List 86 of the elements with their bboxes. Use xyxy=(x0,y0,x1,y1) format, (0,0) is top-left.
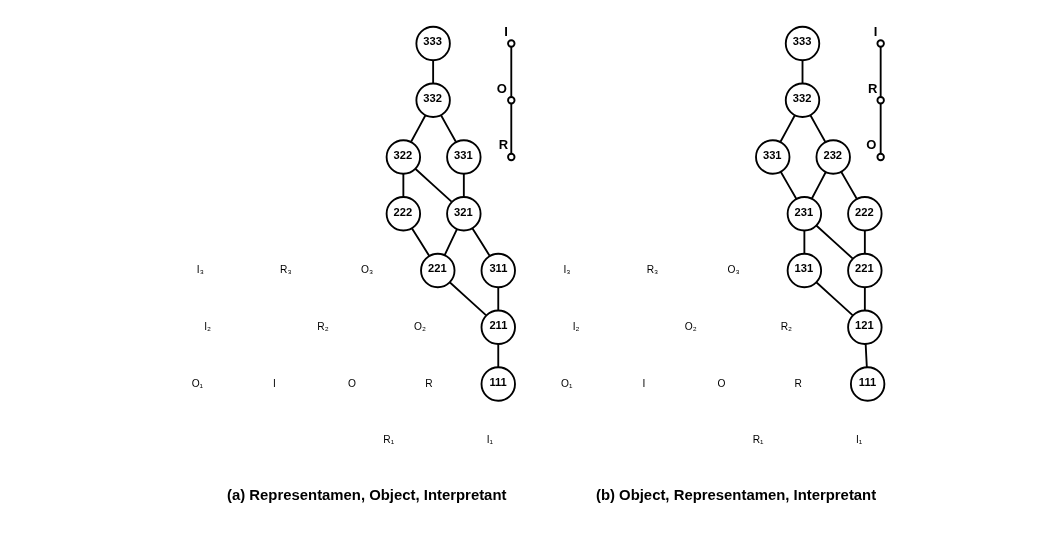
connector xyxy=(470,227,491,257)
connector xyxy=(809,114,826,143)
connector xyxy=(863,229,866,255)
node-circle: 331 xyxy=(754,139,790,175)
connector xyxy=(410,227,430,257)
connector xyxy=(839,170,858,200)
label: (b) Object, Representamen, Interpretant xyxy=(595,487,876,504)
connector xyxy=(509,102,512,155)
node-circle: 131 xyxy=(786,252,822,289)
connector xyxy=(509,45,512,98)
label: R₂ xyxy=(780,320,792,332)
node-label: I xyxy=(873,23,877,39)
node-circle xyxy=(506,39,515,48)
node-circle: 231 xyxy=(786,196,822,232)
label: R₃ xyxy=(279,264,292,276)
node-circle: 321 xyxy=(445,196,481,232)
label: I xyxy=(641,377,645,389)
node-circle xyxy=(506,152,515,162)
label: I₁ xyxy=(855,434,862,446)
node-circle xyxy=(506,96,515,105)
label: O₂ xyxy=(684,320,697,332)
label: O xyxy=(716,377,725,389)
node-circle: 111 xyxy=(480,366,516,402)
label: O₁ xyxy=(191,377,203,389)
connector xyxy=(810,171,827,200)
label: R₂ xyxy=(316,320,329,332)
connector xyxy=(496,343,499,368)
label: O xyxy=(347,377,356,389)
connector xyxy=(409,114,426,143)
node-label: O xyxy=(496,80,507,96)
node-circle: 221 xyxy=(419,252,455,289)
connector xyxy=(802,229,805,255)
node-label: R xyxy=(498,137,508,153)
connector xyxy=(443,228,458,256)
node-circle: 311 xyxy=(480,252,516,289)
node-circle: 333 xyxy=(414,25,451,62)
connector xyxy=(863,286,866,312)
label: O₃ xyxy=(360,264,373,276)
node-circle: 333 xyxy=(784,25,820,62)
node-circle xyxy=(876,39,885,48)
label: I₃ xyxy=(196,264,204,276)
label: O₁ xyxy=(560,377,572,389)
label: I₁ xyxy=(486,434,493,446)
label: O₃ xyxy=(727,264,740,276)
connector xyxy=(448,281,487,317)
node-circle: 232 xyxy=(815,139,851,175)
node-circle: 331 xyxy=(445,139,481,175)
connector xyxy=(401,172,404,198)
label: R₃ xyxy=(646,264,658,276)
node-circle: 221 xyxy=(846,252,883,289)
label: R xyxy=(794,377,802,389)
node-label: R xyxy=(867,80,878,96)
connector xyxy=(864,343,868,368)
label: R₁ xyxy=(752,434,764,446)
label: I₂ xyxy=(203,320,211,332)
label: I₂ xyxy=(572,320,580,332)
connector xyxy=(801,59,803,85)
node-circle: 332 xyxy=(414,82,451,118)
node-circle xyxy=(876,152,885,162)
label: O₂ xyxy=(413,320,426,332)
node-circle: 222 xyxy=(385,196,421,232)
label: I₃ xyxy=(562,264,570,276)
node-circle: 322 xyxy=(385,139,421,175)
node-circle: 211 xyxy=(480,309,516,345)
label: (a) Representamen, Object, Interpretant xyxy=(226,487,506,504)
label: R xyxy=(424,377,433,389)
label: R₁ xyxy=(382,434,394,446)
node-circle: 222 xyxy=(846,196,883,232)
connector xyxy=(814,281,853,317)
node-circle xyxy=(876,96,885,105)
node-circle: 111 xyxy=(849,366,885,402)
connector xyxy=(462,172,465,198)
connector xyxy=(439,114,457,143)
connector xyxy=(779,114,796,143)
connector xyxy=(879,45,882,98)
connector xyxy=(879,102,882,155)
node-label: I xyxy=(503,23,508,39)
connector xyxy=(496,286,499,312)
connector xyxy=(779,170,797,200)
node-circle: 332 xyxy=(784,82,820,118)
node-label: O xyxy=(865,137,876,153)
connector xyxy=(413,167,452,203)
label: I xyxy=(272,377,276,389)
node-circle: 121 xyxy=(846,309,883,345)
connector xyxy=(431,59,434,85)
connector xyxy=(814,224,853,260)
